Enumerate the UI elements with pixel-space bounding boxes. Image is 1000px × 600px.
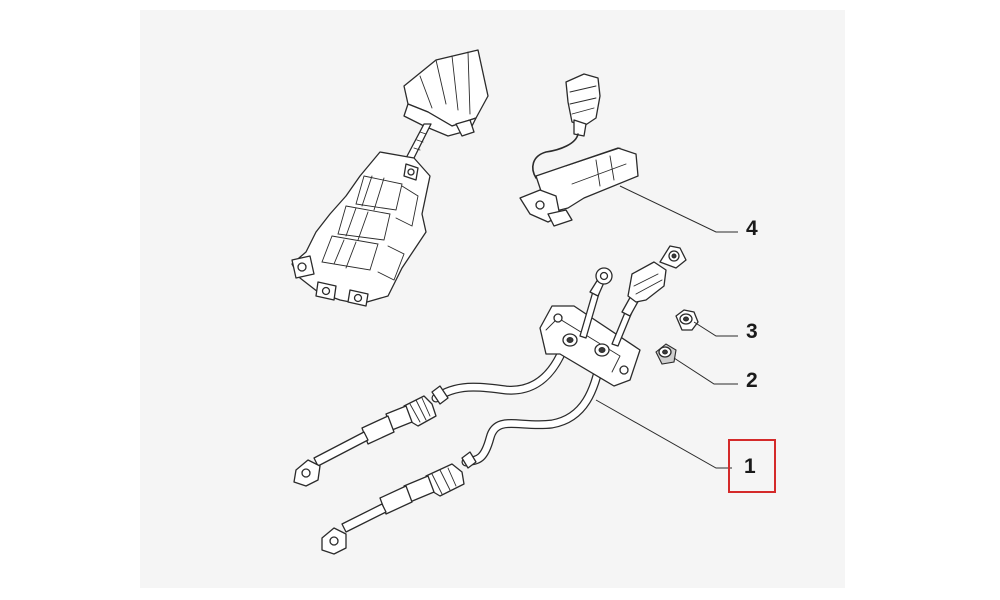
item-1-gear-cable-assembly [293, 245, 687, 555]
callout-2: 2 [746, 369, 758, 392]
leader-line-2 [673, 357, 738, 385]
gear-selector-assembly [291, 49, 489, 307]
item-4-reverse-switch [519, 73, 639, 227]
diagram-panel [140, 10, 845, 588]
leader-line-4 [619, 185, 738, 233]
item-3-nut [675, 309, 699, 331]
cable-adjuster-end [627, 261, 667, 303]
callout-3: 3 [746, 320, 758, 343]
item-2-bushing [655, 343, 677, 365]
electrical-connector [565, 73, 601, 127]
cable-hose-lower [462, 360, 604, 466]
callout-4: 4 [746, 217, 758, 240]
highlight-box-item-1 [728, 439, 776, 493]
switch-wire [532, 133, 579, 179]
leader-line-3 [693, 321, 738, 337]
cable-hose-upper [432, 352, 564, 402]
leader-line-1 [595, 399, 732, 469]
callout-1: 1 [744, 455, 756, 478]
